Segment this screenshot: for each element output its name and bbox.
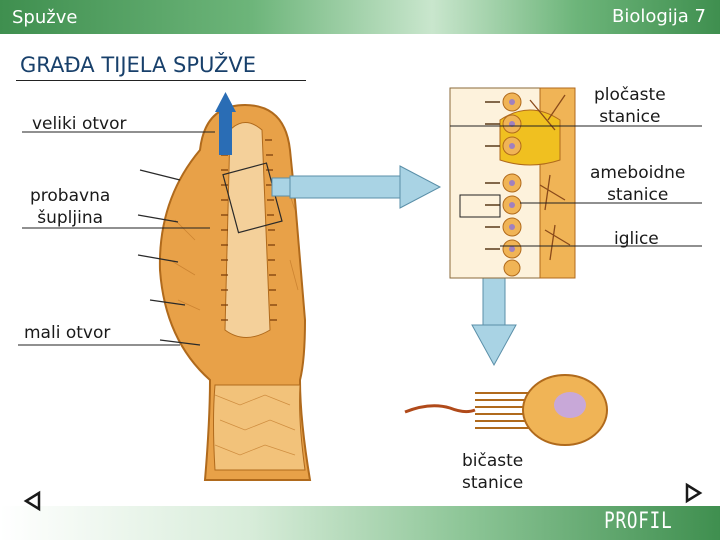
footer-bar: PROFIL [0,506,720,540]
label-plocaste-stanice: pločaste stanice [594,85,666,127]
profil-logo: PROFIL [603,509,672,534]
label-mali-otvor: mali otvor [24,323,111,343]
label-probavna-supljina: probavna šupljina [30,186,111,228]
outflow-arrow [215,92,236,155]
triangle-left-icon[interactable] [22,490,44,512]
book-title: Biologija 7 [611,6,706,27]
sponge-body [137,103,312,481]
label-veliki-otvor: veliki otvor [32,114,127,134]
label-leaders [18,125,702,346]
label-ameboidne-stanice: ameboidne stanice [590,163,686,205]
triangle-right-icon[interactable] [682,482,704,504]
wall-cells-detail [449,87,576,279]
label-bicaste-stanice: bičaste stanice [462,451,524,493]
header-bar: Spužve Biologija 7 [0,0,720,34]
title-underline [16,80,306,81]
zoom-arrow-right [271,165,442,209]
label-iglice: iglice [614,229,659,249]
flagellated-cell [404,374,608,446]
page-title: GRAĐA TIJELA SPUŽVE [20,53,257,77]
section-title: Spužve [12,7,78,28]
